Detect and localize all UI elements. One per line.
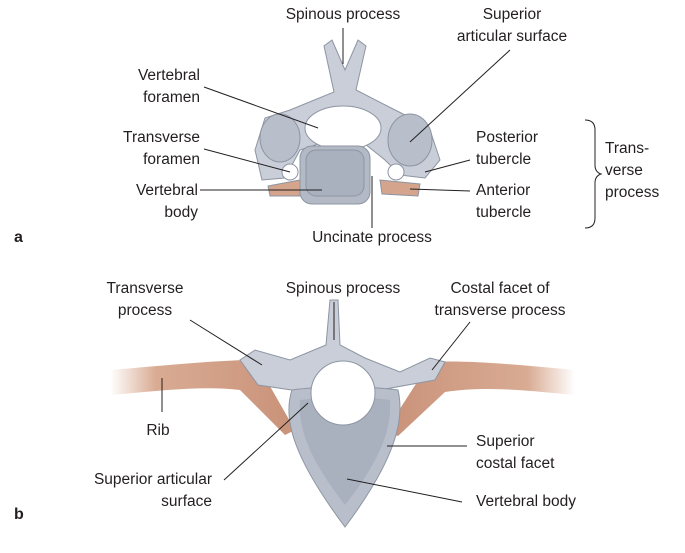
label-transverse-foramen: Transverse foramen [123, 127, 200, 171]
label-line: Trans- [605, 140, 650, 157]
panel-letter-a: a [14, 229, 23, 246]
label-spinous-process-a: Spinous process [285, 6, 401, 23]
label-line: surface [161, 493, 212, 510]
label-posterior-tubercle: Posterior tubercle [476, 127, 538, 171]
label-line: body [164, 204, 198, 221]
label-line: Transverse [123, 129, 200, 146]
label-line: Posterior [476, 129, 539, 146]
label-line: process [117, 302, 173, 319]
label-line: Superior articular [93, 471, 212, 488]
label-line: transverse process [434, 302, 566, 319]
label-costal-facet-transverse-process: Costal facet of transverse process [435, 278, 566, 322]
label-line: foramen [143, 89, 200, 106]
leader-lines [161, 28, 603, 503]
label-transverse-process-a: Trans-verse process [605, 138, 659, 204]
label-spinous-process-b: Spinous process [285, 280, 401, 297]
label-superior-articular-surface-a: Superior articular surface [457, 4, 567, 48]
label-vertebral-body-b: Vertebral body [476, 493, 576, 510]
label-uncinate-process: Uncinate process [312, 229, 432, 246]
label-line: process [605, 184, 660, 201]
label-vertebral-foramen: Vertebral foramen [138, 65, 200, 109]
label-superior-costal-facet: Superior costal facet [476, 431, 554, 475]
label-transverse-process-b: Transverse process [107, 278, 184, 322]
label-line: verse [605, 162, 643, 179]
label-line: foramen [143, 151, 200, 168]
label-line: Anterior [476, 182, 531, 199]
label-line: Superior [482, 6, 542, 23]
label-line: Vertebral [135, 182, 198, 199]
label-line: costal facet [476, 455, 555, 472]
label-line: Vertebral [137, 67, 200, 84]
label-line: tubercle [476, 204, 532, 221]
label-line: articular surface [456, 28, 568, 45]
panel-letter-b: b [14, 506, 24, 523]
label-rib: Rib [146, 422, 170, 439]
thoracic-vertebra [110, 299, 575, 528]
label-anterior-tubercle: Anterior tubercle [476, 180, 531, 224]
label-superior-articular-surface-b: Superior articular surface [94, 469, 212, 513]
label-line: Costal facet of [450, 280, 550, 297]
cervical-vertebra [254, 39, 441, 205]
label-line: tubercle [476, 151, 532, 168]
label-line: Superior [476, 433, 535, 450]
label-line: Transverse [106, 280, 184, 297]
label-vertebral-body-a: Vertebral body [136, 180, 198, 224]
